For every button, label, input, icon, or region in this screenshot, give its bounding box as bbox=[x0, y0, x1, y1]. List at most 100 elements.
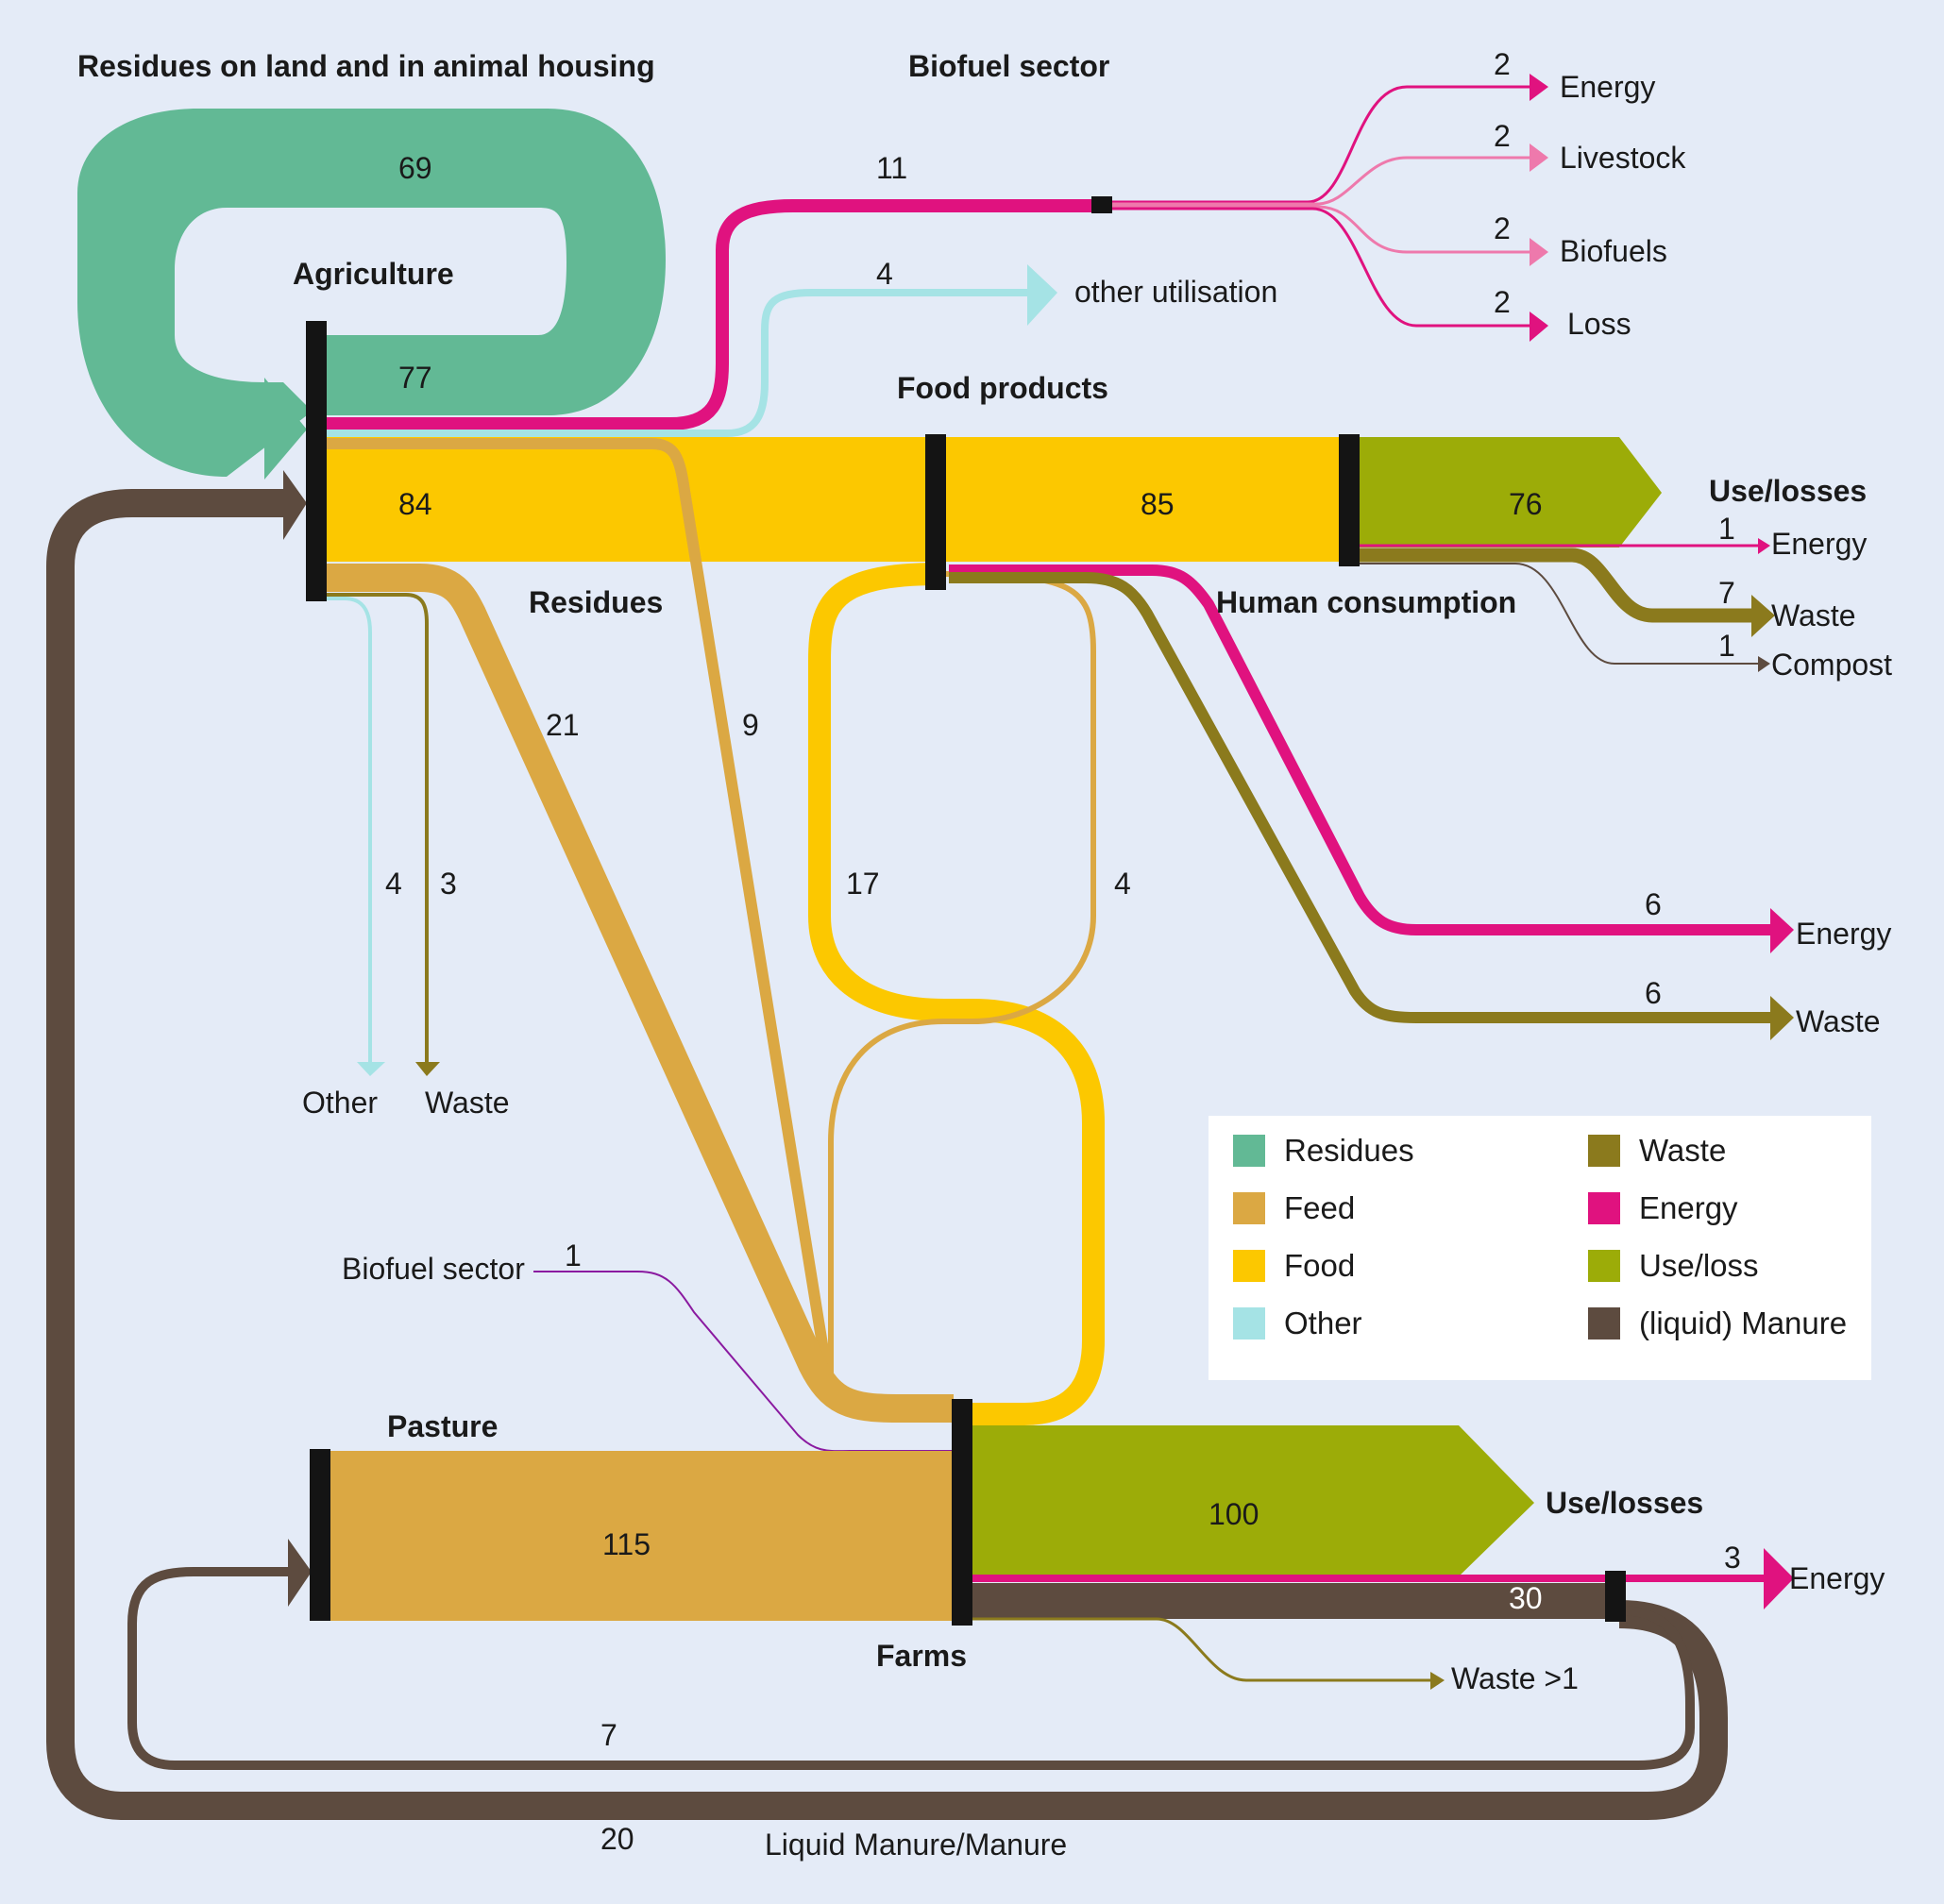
legend-swatch-residues bbox=[1233, 1135, 1265, 1167]
flow-feed-21 bbox=[316, 564, 954, 1423]
value-agriculture-residues: 77 bbox=[398, 361, 432, 395]
food-energy-arrow bbox=[1770, 908, 1794, 953]
flow-bio-loss bbox=[1112, 207, 1530, 328]
flow-other-util bbox=[316, 289, 1029, 437]
legend: Residues Feed Food Other Waste Energy Us… bbox=[1209, 1116, 1871, 1380]
value-bio-energy: 2 bbox=[1494, 47, 1511, 81]
value-residues-loop: 69 bbox=[398, 151, 432, 185]
flow-food-waste bbox=[949, 572, 1770, 1023]
flow-agri-other bbox=[316, 597, 372, 1062]
value-pasture: 115 bbox=[602, 1527, 651, 1561]
bio-livestock-arrow bbox=[1530, 143, 1548, 172]
legend-item-use-loss: Use/loss bbox=[1588, 1248, 1759, 1284]
label-farms-energy: Energy bbox=[1789, 1561, 1885, 1595]
flow-hc-compost bbox=[1360, 563, 1766, 665]
flow-bio-livestock bbox=[1112, 156, 1530, 206]
value-agri-biofuel: 11 bbox=[876, 151, 908, 185]
legend-swatch-manure bbox=[1588, 1307, 1620, 1340]
title-food-products: Food products bbox=[897, 371, 1108, 405]
label-food-waste: Waste bbox=[1796, 1004, 1881, 1038]
value-other-util: 4 bbox=[876, 257, 893, 291]
flow-bio-biofuels bbox=[1112, 205, 1530, 254]
flow-agri-biofuel bbox=[316, 199, 1095, 430]
flow-use-loss-bottom bbox=[972, 1425, 1534, 1576]
value-hc-energy: 1 bbox=[1718, 512, 1735, 546]
manure-20-arrow bbox=[283, 470, 307, 540]
title-biofuel-sector: Biofuel sector bbox=[908, 49, 1110, 83]
node-agriculture bbox=[306, 321, 327, 601]
farms-waste-arrow bbox=[1430, 1672, 1445, 1690]
value-food-17: 17 bbox=[846, 867, 880, 901]
legend-swatch-food bbox=[1233, 1250, 1265, 1282]
flow-food-energy bbox=[949, 564, 1770, 935]
flow-agri-waste bbox=[316, 593, 429, 1062]
value-hc-compost: 1 bbox=[1718, 629, 1735, 663]
legend-label: Residues bbox=[1284, 1133, 1414, 1168]
label-other-utilisation: other utilisation bbox=[1074, 275, 1278, 309]
hc-waste-arrow bbox=[1751, 595, 1775, 637]
legend-item-energy: Energy bbox=[1588, 1190, 1738, 1226]
legend-item-food: Food bbox=[1233, 1248, 1355, 1284]
flow-feed-4 bbox=[828, 571, 1096, 1397]
agri-other-arrow bbox=[357, 1062, 385, 1076]
flow-feed-9 bbox=[316, 438, 837, 1398]
legend-label: Feed bbox=[1284, 1190, 1356, 1225]
label-livestock: Livestock bbox=[1560, 141, 1686, 175]
legend-swatch-energy bbox=[1588, 1192, 1620, 1224]
value-manure-20: 20 bbox=[600, 1822, 634, 1856]
manure-7-arrow bbox=[288, 1539, 312, 1607]
food-waste-arrow bbox=[1770, 996, 1794, 1040]
value-use-loss-top: 76 bbox=[1509, 487, 1543, 521]
legend-item-feed: Feed bbox=[1233, 1190, 1355, 1226]
value-feed-21: 21 bbox=[546, 708, 580, 742]
value-hc-waste: 7 bbox=[1718, 576, 1735, 610]
flow-bio-energy bbox=[1112, 85, 1530, 204]
title-agriculture: Agriculture bbox=[293, 257, 454, 291]
legend-item-other: Other bbox=[1233, 1306, 1362, 1341]
flow-manure-7 bbox=[127, 1567, 1695, 1770]
label-loss: Loss bbox=[1567, 307, 1631, 341]
title-residues: Residues bbox=[529, 585, 664, 619]
legend-label: Use/loss bbox=[1639, 1248, 1759, 1283]
title-farms: Farms bbox=[876, 1639, 968, 1673]
label-food-energy: Energy bbox=[1796, 917, 1892, 951]
label-biofuels: Biofuels bbox=[1560, 234, 1667, 268]
value-food-products: 85 bbox=[1141, 487, 1175, 521]
flow-residues-loop bbox=[77, 109, 666, 477]
flow-pasture bbox=[321, 1451, 963, 1621]
farms-energy-arrow bbox=[1764, 1548, 1794, 1609]
node-farms bbox=[952, 1399, 972, 1626]
value-biofuel-in: 1 bbox=[565, 1238, 582, 1272]
value-manure-7: 7 bbox=[600, 1718, 617, 1752]
node-manure bbox=[1605, 1571, 1626, 1622]
label-compost: Compost bbox=[1771, 648, 1893, 682]
flow-manure-20 bbox=[46, 489, 1728, 1820]
value-feed-4: 4 bbox=[1114, 867, 1131, 901]
flow-agri-food bbox=[316, 437, 1353, 562]
label-agri-waste: Waste bbox=[425, 1086, 510, 1120]
value-agri-food: 84 bbox=[398, 487, 432, 521]
title-human-consumption: Human consumption bbox=[1216, 585, 1517, 619]
legend-label: Waste bbox=[1639, 1133, 1727, 1168]
value-manure-30: 30 bbox=[1509, 1581, 1543, 1615]
flow-use-loss-top bbox=[1353, 437, 1662, 548]
hc-energy-arrow bbox=[1758, 538, 1770, 554]
value-farms-energy: 3 bbox=[1724, 1541, 1741, 1575]
value-food-energy: 6 bbox=[1645, 887, 1662, 921]
label-bio-energy: Energy bbox=[1560, 70, 1656, 104]
title-pasture: Pasture bbox=[387, 1409, 499, 1443]
value-bio-loss: 2 bbox=[1494, 285, 1511, 319]
legend-label: Energy bbox=[1639, 1190, 1738, 1225]
value-agri-other: 4 bbox=[385, 867, 402, 901]
bio-loss-arrow bbox=[1530, 312, 1548, 342]
legend-item-waste: Waste bbox=[1588, 1133, 1726, 1169]
title-liquid-manure: Liquid Manure/Manure bbox=[765, 1828, 1068, 1862]
other-util-arrow bbox=[1027, 264, 1057, 326]
title-residues-on-land: Residues on land and in animal housing bbox=[77, 49, 655, 83]
value-food-waste: 6 bbox=[1645, 976, 1662, 1010]
label-hc-energy: Energy bbox=[1771, 527, 1868, 561]
node-food-products bbox=[925, 434, 946, 590]
value-feed-9: 9 bbox=[742, 708, 759, 742]
node-pasture bbox=[310, 1449, 330, 1621]
